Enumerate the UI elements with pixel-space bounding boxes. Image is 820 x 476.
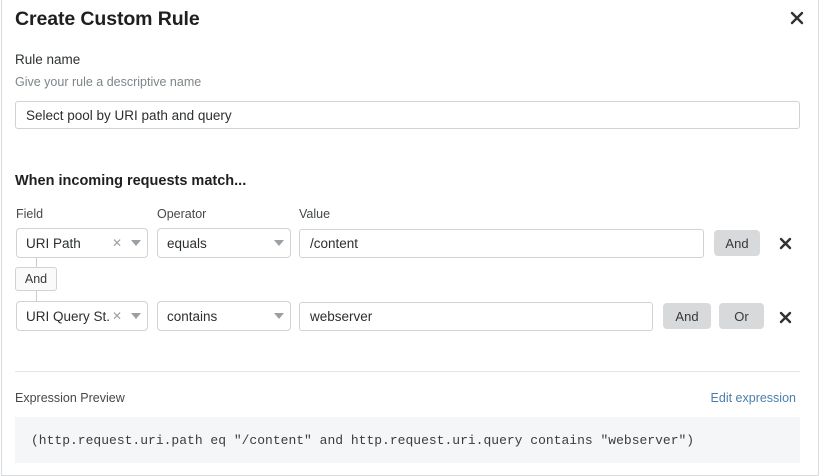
field-select-row-2-value: URI Query St... xyxy=(26,308,109,324)
expression-preview-box: (http.request.uri.path eq "/content" and… xyxy=(15,417,800,463)
field-select-row-1-value: URI Path xyxy=(26,235,81,251)
clear-icon[interactable]: ✕ xyxy=(111,309,123,323)
clear-icon[interactable]: ✕ xyxy=(111,236,123,250)
edit-expression-link[interactable]: Edit expression xyxy=(710,391,796,405)
or-button-row-2[interactable]: Or xyxy=(719,303,764,329)
column-header-operator: Operator xyxy=(157,207,207,221)
operator-select-row-2-value: contains xyxy=(167,308,218,324)
rule-name-input[interactable] xyxy=(15,101,800,129)
column-header-field: Field xyxy=(16,207,44,221)
rule-name-label: Rule name xyxy=(15,52,81,67)
column-header-value: Value xyxy=(299,207,331,221)
rule-name-help-text: Give your rule a descriptive name xyxy=(15,75,202,89)
dialog-title: Create Custom Rule xyxy=(15,8,200,30)
operator-select-row-1-value: equals xyxy=(167,235,207,251)
operator-select-row-1[interactable]: equals xyxy=(157,228,291,258)
operator-select-row-2[interactable]: contains xyxy=(157,301,291,331)
delete-icon[interactable] xyxy=(773,231,797,255)
group-connector-and[interactable]: And xyxy=(15,267,57,291)
connector-line-bottom xyxy=(36,291,37,302)
and-button-row-2[interactable]: And xyxy=(663,303,711,329)
close-icon[interactable] xyxy=(784,6,810,30)
value-input-row-2[interactable] xyxy=(299,302,653,331)
field-select-row-1[interactable]: URI Path ✕ xyxy=(16,228,148,258)
section-divider xyxy=(15,371,800,372)
connector-line-top xyxy=(36,258,37,268)
chevron-down-icon[interactable] xyxy=(125,240,147,246)
field-select-row-2[interactable]: URI Query St... ✕ xyxy=(16,301,148,331)
chevron-down-icon[interactable] xyxy=(268,240,290,246)
chevron-down-icon[interactable] xyxy=(268,313,290,319)
match-section-heading: When incoming requests match... xyxy=(15,173,247,189)
chevron-down-icon[interactable] xyxy=(125,313,147,319)
expression-preview-text: (http.request.uri.path eq "/content" and… xyxy=(31,432,695,448)
value-input-row-1[interactable] xyxy=(299,229,704,258)
and-button-row-1[interactable]: And xyxy=(714,230,760,256)
delete-icon[interactable] xyxy=(773,305,797,329)
expression-preview-label: Expression Preview xyxy=(15,391,125,405)
